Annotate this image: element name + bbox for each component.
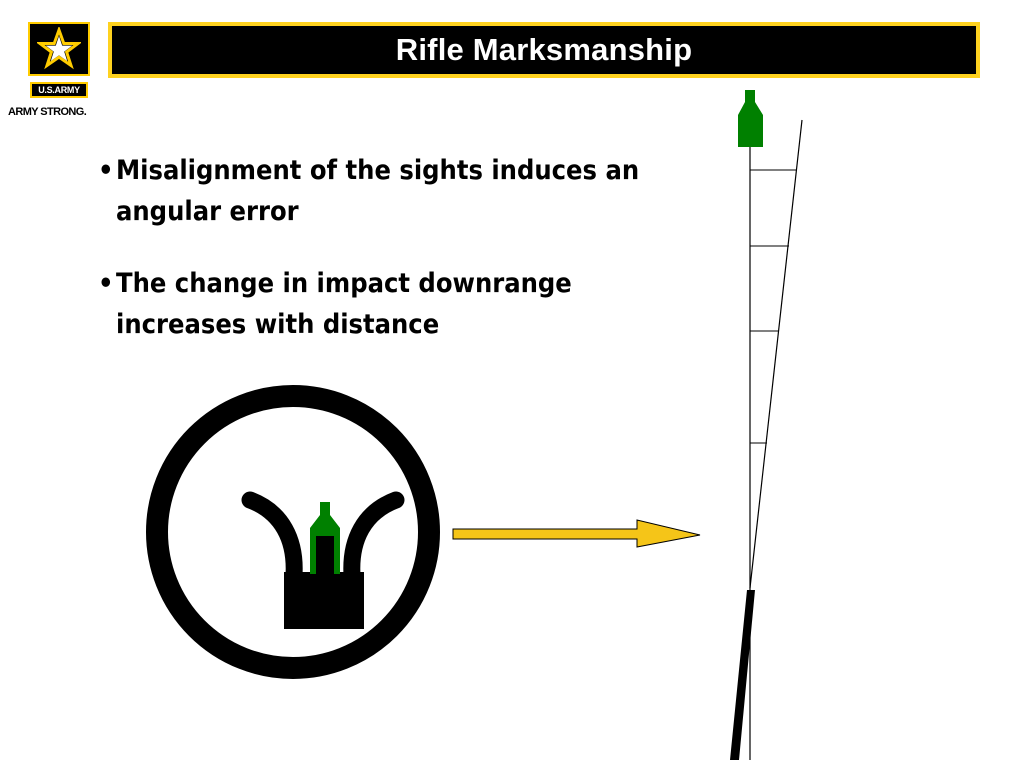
bullet-list: • Misalignment of the sights induces an … xyxy=(98,150,658,376)
silhouette-target-icon xyxy=(738,90,763,147)
bullet-item: • Misalignment of the sights induces an … xyxy=(98,150,658,232)
bullet-symbol: • xyxy=(98,268,114,299)
army-logo-box xyxy=(28,22,90,76)
bullet-item: • The change in impact downrange increas… xyxy=(98,263,658,345)
front-sight-base xyxy=(284,572,364,629)
page-title: Rifle Marksmanship xyxy=(395,32,693,67)
sight-picture xyxy=(146,385,440,679)
bullet-text: Misalignment of the sights induces an an… xyxy=(116,155,640,227)
front-sight-post xyxy=(316,536,334,576)
army-logo: U.S.ARMY ARMY STRONG. xyxy=(8,22,108,122)
bullet-symbol: • xyxy=(98,155,114,186)
army-star-icon xyxy=(37,27,81,70)
front-sight-right-ear xyxy=(343,491,405,584)
right-arrow-icon xyxy=(452,519,701,548)
logo-plate: U.S.ARMY xyxy=(30,82,88,98)
bullet-text: The change in impact downrange increases… xyxy=(116,268,572,340)
rifle-barrel xyxy=(730,590,755,760)
downrange-geometry xyxy=(730,119,803,760)
title-bar: Rifle Marksmanship xyxy=(108,22,980,78)
front-sight-left-ear xyxy=(241,491,303,584)
logo-tagline: ARMY STRONG. xyxy=(8,106,87,118)
front-sight-post-icon xyxy=(241,491,405,629)
rear-sight-aperture xyxy=(146,385,440,679)
line-of-error xyxy=(749,119,803,589)
